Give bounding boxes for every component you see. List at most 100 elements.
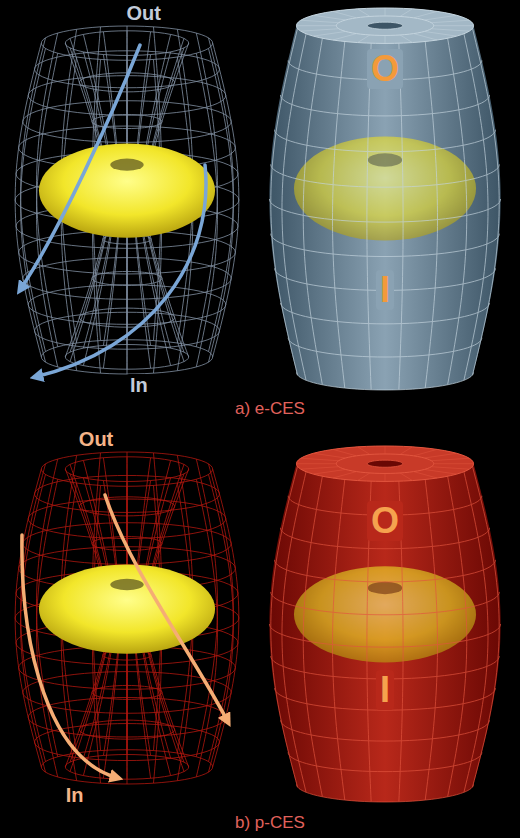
grid-meridian bbox=[333, 479, 345, 800]
top-grid-line bbox=[313, 15, 345, 20]
grid-meridian bbox=[448, 38, 467, 385]
grid-meridian bbox=[399, 43, 403, 390]
flow-arrow bbox=[35, 165, 206, 377]
top-grid-line bbox=[414, 449, 437, 455]
grid-meridian bbox=[425, 479, 437, 800]
hourglass-parallel bbox=[65, 31, 188, 56]
top-grid-line bbox=[400, 473, 412, 481]
top-grid-line bbox=[301, 20, 339, 22]
field-line-wireframe: OutIn bbox=[8, 428, 246, 806]
barrel-top-cap bbox=[296, 446, 473, 481]
hourglass-parallel bbox=[79, 308, 174, 327]
top-grid-line bbox=[313, 469, 345, 474]
grid-parallel bbox=[275, 560, 496, 582]
top-grid-line bbox=[434, 25, 474, 26]
region-letter: O bbox=[367, 49, 403, 89]
top-grid-line bbox=[358, 9, 370, 17]
barrel-top-grid bbox=[296, 446, 473, 481]
top-grid-line bbox=[358, 473, 370, 481]
barrel-top-grid bbox=[296, 8, 473, 43]
top-grid-line bbox=[424, 469, 456, 474]
flow-arrow bbox=[20, 45, 140, 290]
top-grid-line bbox=[358, 447, 370, 455]
top-grid-line bbox=[385, 8, 386, 16]
top-grid-line bbox=[400, 447, 412, 455]
wire-meridian bbox=[21, 48, 46, 362]
hourglass-parallel bbox=[79, 497, 174, 516]
top-grid-line bbox=[431, 20, 469, 22]
flow-arrow bbox=[105, 495, 228, 722]
top-grid-line bbox=[385, 35, 386, 43]
grid-meridian bbox=[282, 472, 306, 793]
torus-plasma bbox=[39, 144, 215, 238]
hourglass-parallel bbox=[65, 457, 188, 482]
wire-meridian bbox=[213, 469, 239, 767]
grid-meridian bbox=[271, 28, 298, 375]
top-grid-line bbox=[385, 473, 386, 481]
torus-plasma bbox=[39, 564, 215, 653]
barrel-surface bbox=[269, 446, 500, 802]
confinement-surface: OI bbox=[262, 440, 508, 808]
hourglass-parallel bbox=[79, 720, 174, 739]
grid-parallel bbox=[281, 720, 490, 741]
top-grid-line bbox=[301, 467, 339, 469]
flow-label: Out bbox=[75, 428, 117, 450]
grid-meridian bbox=[282, 34, 306, 381]
top-grid-line bbox=[301, 458, 339, 460]
top-grid-line bbox=[400, 9, 412, 17]
barrel-shape bbox=[8, 428, 246, 806]
region-letter: I bbox=[376, 670, 394, 710]
grid-meridian bbox=[425, 41, 437, 388]
grid-meridian bbox=[448, 476, 467, 797]
top-grid-line bbox=[333, 34, 356, 40]
region-letter: O bbox=[367, 501, 403, 541]
barrel-top-ring bbox=[336, 454, 433, 473]
torus-body bbox=[39, 144, 215, 238]
barrel-grid bbox=[269, 28, 500, 390]
wireframe-surface bbox=[15, 452, 239, 784]
barrel-top-hole bbox=[367, 22, 402, 29]
hourglass-parallel bbox=[65, 345, 188, 370]
wire-meridian bbox=[15, 43, 41, 357]
top-grid-line bbox=[333, 11, 356, 17]
top-grid-line bbox=[431, 467, 469, 469]
panel-caption: a) e-CES bbox=[235, 399, 305, 419]
wire-meridian bbox=[213, 43, 239, 357]
top-grid-line bbox=[414, 34, 437, 40]
grid-parallel bbox=[288, 752, 482, 771]
grid-parallel bbox=[275, 130, 496, 152]
grid-meridian bbox=[464, 34, 488, 381]
grid-meridian bbox=[464, 472, 488, 793]
top-grid-line bbox=[296, 25, 336, 26]
grid-parallel bbox=[296, 372, 473, 390]
top-grid-line bbox=[414, 472, 437, 478]
flow-label: In bbox=[126, 374, 152, 396]
barrel-top-hole bbox=[367, 460, 402, 467]
top-grid-line bbox=[431, 458, 469, 460]
barrel-top-cap bbox=[296, 8, 473, 43]
grid-parallel bbox=[269, 199, 500, 222]
flow-arrow bbox=[22, 535, 118, 778]
top-grid-line bbox=[333, 449, 356, 455]
hourglass-parallel bbox=[92, 685, 162, 699]
top-grid-line bbox=[333, 472, 356, 478]
barrel-grid bbox=[269, 466, 500, 802]
grid-parallel bbox=[288, 338, 482, 357]
top-grid-line bbox=[431, 29, 469, 31]
top-grid-line bbox=[434, 463, 474, 464]
top-grid-line bbox=[358, 35, 370, 43]
region-letter: I bbox=[376, 270, 394, 310]
grid-meridian bbox=[303, 476, 322, 797]
top-grid-line bbox=[424, 15, 456, 20]
panel-caption: b) p-CES bbox=[235, 813, 305, 833]
grid-parallel bbox=[296, 784, 473, 802]
grid-parallel bbox=[281, 95, 490, 116]
grid-meridian bbox=[303, 38, 322, 385]
wire-meridian bbox=[208, 48, 233, 362]
grid-meridian bbox=[333, 41, 345, 388]
flow-label: Out bbox=[122, 2, 164, 24]
flow-label: In bbox=[62, 784, 88, 806]
grid-parallel bbox=[271, 234, 500, 257]
hourglass-parallel bbox=[92, 115, 162, 129]
top-grid-line bbox=[301, 29, 339, 31]
